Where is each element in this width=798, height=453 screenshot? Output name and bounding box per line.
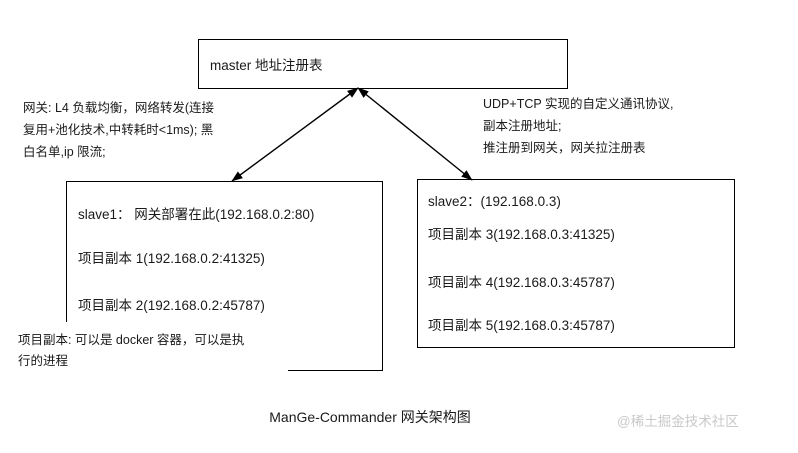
diagram-caption: ManGe-Commander 网关架构图	[269, 409, 471, 425]
slave2-line-1: 项目副本 3(192.168.0.3:41325)	[428, 227, 615, 242]
replica-note-bottom: 项目副本: 可以是 docker 容器，可以是执 行的进程	[18, 330, 288, 373]
slave2-node-box	[417, 179, 735, 348]
slave1-line-1: 项目副本 1(192.168.0.2:41325)	[78, 251, 265, 266]
slave1-line-0: slave1： 网关部署在此(192.168.0.2:80)	[78, 207, 315, 222]
slave2-line-2: 项目副本 4(192.168.0.3:45787)	[428, 275, 615, 290]
slave1-line-2: 项目副本 2(192.168.0.2:45787)	[78, 298, 265, 313]
gateway-note-left: 网关: L4 负载均衡，网络转发(连接 复用+池化技术,中转耗时<1ms); 黑…	[23, 101, 214, 159]
master-slave2-arrow	[357, 87, 473, 181]
master-node-label: master 地址注册表	[210, 58, 323, 73]
watermark-label: @稀土掘金技术社区	[617, 414, 739, 429]
protocol-note-right: UDP+TCP 实现的自定义通讯协议, 副本注册地址; 推注册到网关，网关拉注册…	[483, 97, 674, 155]
slave2-line-0: slave2：(192.168.0.3)	[428, 194, 561, 209]
slave2-line-3: 项目副本 5(192.168.0.3:45787)	[428, 318, 615, 333]
